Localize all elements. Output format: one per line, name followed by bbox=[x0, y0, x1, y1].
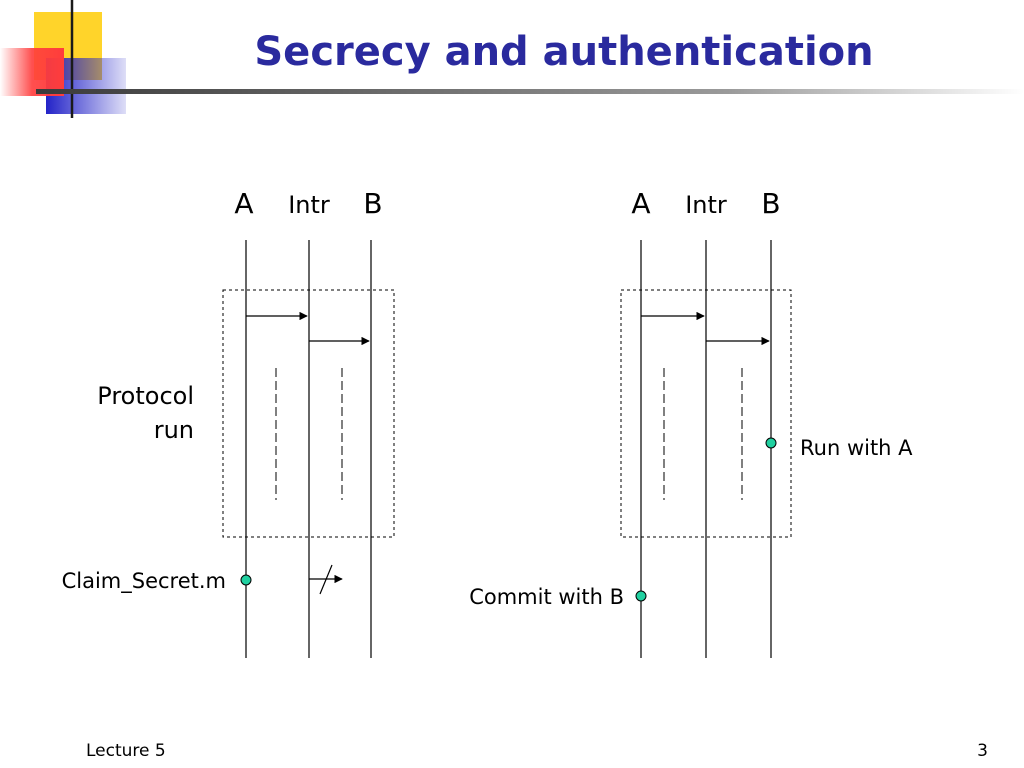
left-box-label-line1: Protocol bbox=[97, 382, 194, 410]
right-commit-event-marker bbox=[635, 590, 647, 602]
left-participant-intr: Intr bbox=[288, 191, 330, 219]
corner-decoration bbox=[0, 0, 126, 118]
right-run-label: Run with A bbox=[800, 436, 913, 460]
left-box-label-line2: run bbox=[154, 416, 194, 444]
left-participant-a: A bbox=[234, 187, 253, 220]
right-protocol-run-box bbox=[620, 289, 792, 538]
right-participant-intr: Intr bbox=[685, 191, 727, 219]
title-underline bbox=[36, 89, 1024, 94]
left-sequence-diagram: A Intr B Protocol run Claim_Secret.m bbox=[62, 187, 395, 658]
right-run-event-marker bbox=[765, 437, 777, 449]
right-commit-label: Commit with B bbox=[469, 585, 624, 609]
left-claim-label: Claim_Secret.m bbox=[62, 569, 226, 594]
left-participant-b: B bbox=[363, 187, 382, 220]
left-blocked-message-strike bbox=[319, 564, 333, 595]
right-participant-a: A bbox=[631, 187, 650, 220]
right-participant-b: B bbox=[761, 187, 780, 220]
slide-title: Secrecy and authentication bbox=[254, 29, 874, 75]
deco-red-square bbox=[0, 48, 64, 96]
right-sequence-diagram: A Intr B Run with A Commit with B bbox=[469, 187, 913, 658]
footer-page-number: 3 bbox=[977, 741, 988, 761]
left-claim-event-marker bbox=[240, 574, 252, 586]
left-protocol-run-box bbox=[222, 289, 395, 538]
footer-lecture-label: Lecture 5 bbox=[86, 741, 166, 761]
